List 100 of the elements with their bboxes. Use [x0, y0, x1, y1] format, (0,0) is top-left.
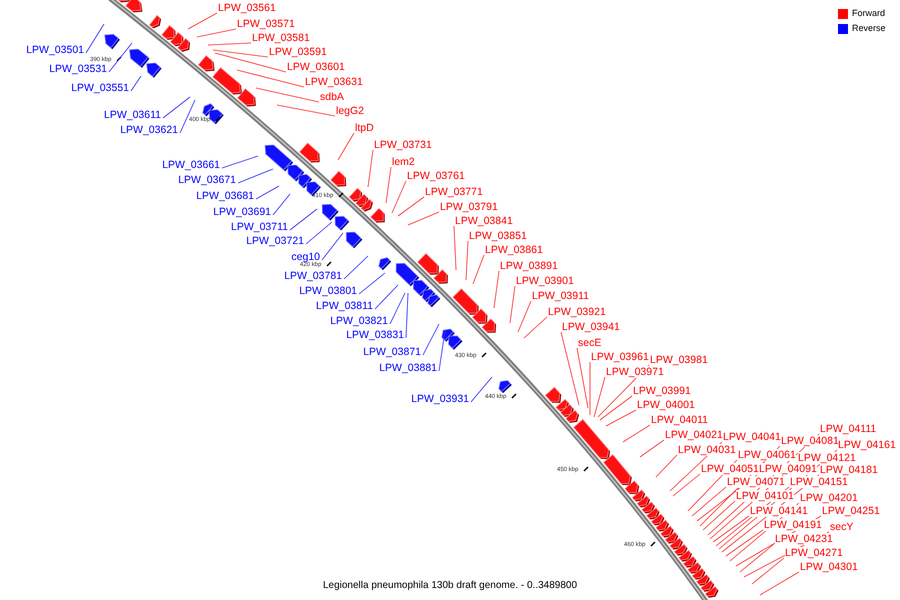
leader-line — [338, 132, 354, 160]
leader-line — [322, 232, 344, 260]
gene-label: LPW_04061 — [738, 449, 796, 461]
gene-label: LPW_03991 — [633, 385, 691, 397]
gene-label: LPW_04081 — [781, 435, 839, 447]
gene-label: secE — [578, 337, 602, 349]
leader-line — [180, 100, 196, 134]
gene-label: LPW_03961 — [591, 351, 649, 363]
gene-label: LPW_04231 — [775, 533, 833, 545]
gene-label: LPW_03501 — [26, 44, 84, 56]
leader-line — [390, 292, 406, 324]
gene-label: LPW_03821 — [330, 315, 388, 327]
gene-label: LPW_04181 — [820, 464, 878, 476]
gene-label: LPW_04141 — [750, 505, 808, 517]
gene-label: LPW_03571 — [237, 18, 295, 30]
leader-line — [656, 454, 678, 478]
gene-label: LPW_04071 — [727, 476, 785, 488]
gene-label: LPW_04111 — [820, 423, 876, 435]
leader-line — [740, 544, 774, 572]
gene-label: lem2 — [392, 156, 415, 168]
leader-line — [576, 348, 588, 408]
gene-label: LPW_03771 — [425, 186, 483, 198]
leader-line — [712, 516, 750, 542]
leader-line — [196, 28, 236, 38]
gene-label: LPW_03631 — [305, 76, 363, 88]
leader-line — [238, 168, 274, 184]
leader-line — [606, 410, 636, 426]
gene-label: LPW_03681 — [196, 190, 254, 202]
gene-label: LPW_04191 — [764, 519, 822, 531]
gene-label: LPW_03591 — [269, 46, 327, 58]
gene-label: ceg10 — [291, 251, 320, 263]
leader-line — [398, 196, 424, 216]
leader-line — [692, 486, 726, 516]
leader-line — [214, 52, 286, 72]
gene-label: legG2 — [336, 105, 364, 117]
gene-label: LPW_03661 — [162, 159, 220, 171]
gene-label: LPW_03931 — [411, 393, 469, 405]
gene-label: LPW_04011 — [651, 414, 708, 426]
gene-label: secY — [830, 521, 854, 533]
gene-label: LPW_04201 — [800, 492, 858, 504]
gene-label: LPW_04251 — [822, 505, 880, 517]
legend-text: Forward — [852, 8, 886, 19]
gene-label: LPW_03601 — [287, 61, 345, 73]
gene-label: LPW_03911 — [532, 290, 590, 302]
leader-line — [518, 300, 532, 332]
leader-line — [472, 254, 484, 284]
leader-line — [560, 332, 580, 406]
gene-label: LPW_03561 — [218, 2, 276, 14]
leader-line — [236, 70, 304, 88]
leader-line — [752, 558, 784, 584]
leader-line — [222, 156, 258, 168]
gene-label: LPW_04161 — [838, 439, 896, 451]
gene-label: LPW_04301 — [800, 561, 858, 573]
leader-line — [256, 88, 320, 102]
leader-line — [358, 272, 386, 294]
gene-label: LPW_03811 — [316, 300, 373, 312]
gene-label: LPW_03761 — [407, 170, 465, 182]
gene-label: LPW_04091 — [759, 463, 817, 475]
leader-line — [130, 76, 142, 92]
leader-line — [524, 316, 548, 338]
legend-text: Reverse — [852, 23, 886, 34]
gene-label: LPW_03691 — [213, 206, 271, 218]
gene-label: LPW_04051 — [701, 463, 759, 475]
leader-line — [392, 180, 406, 214]
leader-line — [494, 270, 500, 308]
gene-label: LPW_03841 — [455, 215, 513, 227]
gene-label: LPW_04031 — [678, 444, 736, 456]
gene-label: LPW_03901 — [516, 275, 574, 287]
gene-label: LPW_04151 — [790, 476, 848, 488]
gene-label: LPW_03671 — [178, 174, 236, 186]
leader-line — [162, 96, 190, 118]
gene-label: LPW_03941 — [562, 321, 620, 333]
leader-line — [368, 150, 374, 188]
leader-line — [272, 194, 290, 216]
gene-label: LPW_04121 — [798, 452, 856, 464]
gene-label: ltpD — [355, 122, 374, 134]
leader-line — [466, 240, 468, 280]
gene-label: LPW_03871 — [363, 346, 421, 358]
gene-label: LPW_03711 — [230, 221, 288, 233]
gene-label: LPW_04041 — [723, 431, 781, 443]
leader-line — [212, 50, 268, 58]
gene-label: LPW_03721 — [246, 235, 304, 247]
leader-line — [422, 324, 440, 356]
leader-line — [760, 572, 800, 596]
gene-label: LPW_03801 — [299, 285, 357, 297]
leader-line — [374, 284, 398, 310]
leader-line — [510, 286, 516, 324]
leader-line — [594, 376, 606, 418]
gene-label: LPW_04021 — [665, 429, 723, 441]
leader-line — [276, 104, 336, 116]
gene-label: LPW_03621 — [120, 124, 178, 136]
gene-label: LPW_03531 — [49, 63, 107, 75]
leader-line — [600, 396, 632, 420]
gene-label: LPW_04101 — [736, 490, 794, 502]
gene-label: LPW_03861 — [485, 244, 543, 256]
leader-line — [344, 256, 368, 280]
leader-line — [470, 376, 492, 402]
leader-line — [438, 330, 446, 372]
gene-label: LPW_03791 — [440, 201, 498, 213]
gene-label: LPW_03981 — [650, 354, 708, 366]
